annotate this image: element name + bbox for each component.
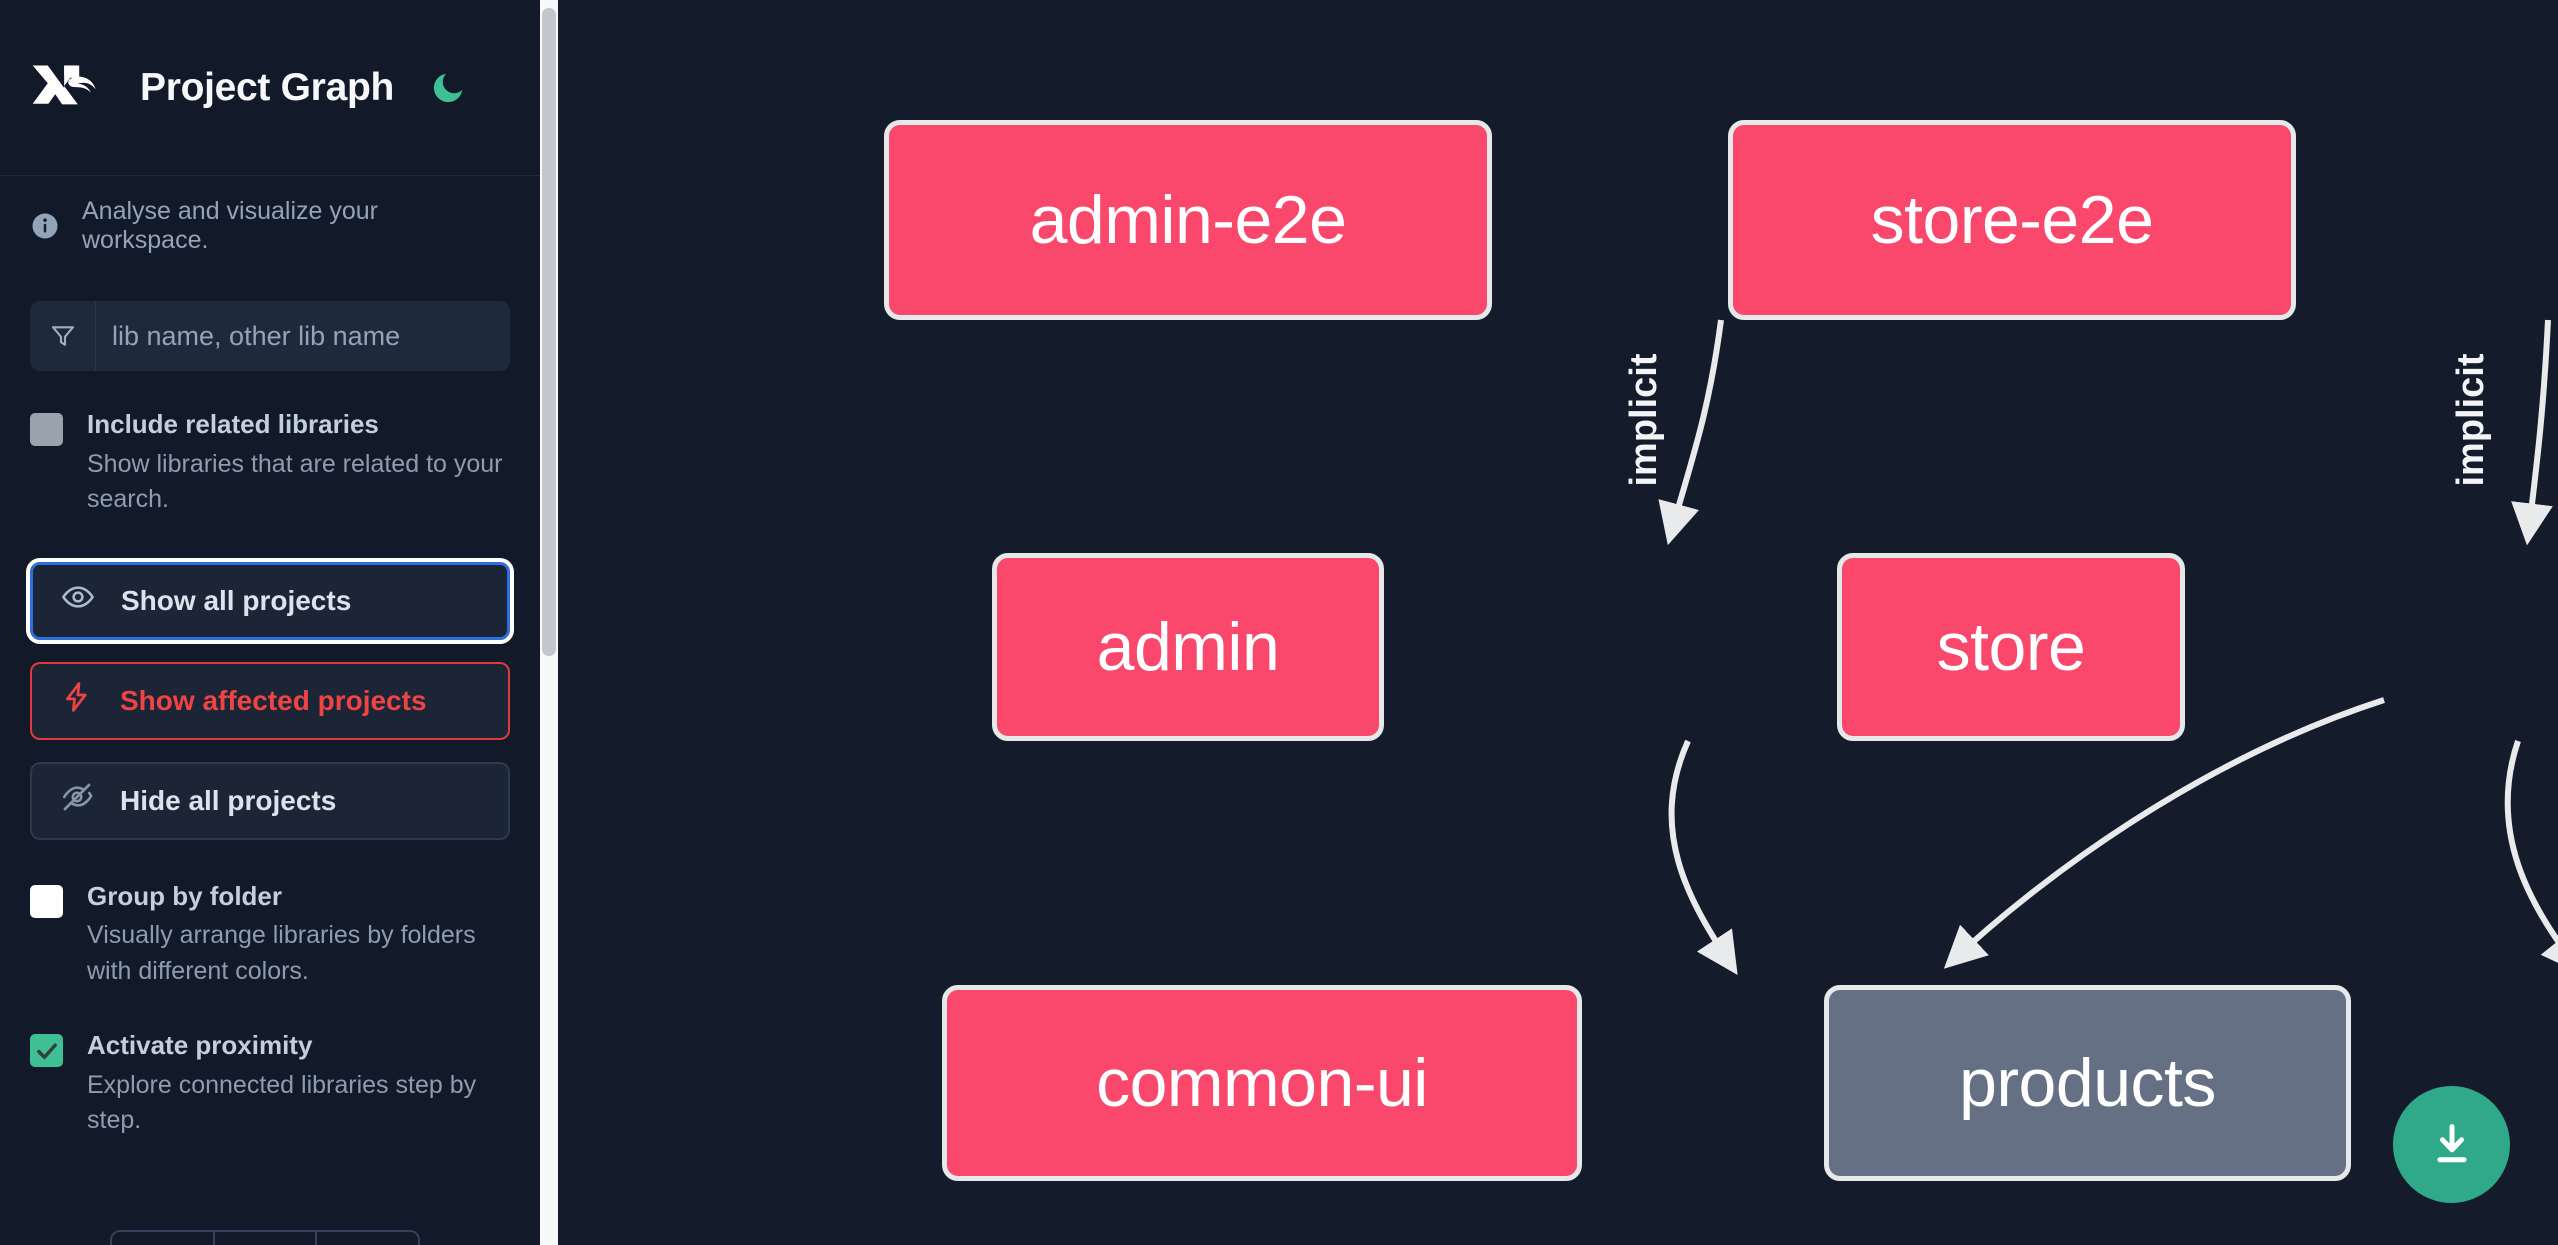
sidebar: Project Graph Analy — [0, 0, 558, 1245]
eye-icon — [61, 580, 95, 621]
graph-node-products[interactable]: products — [1824, 985, 2351, 1181]
graph-node-admin-e2e[interactable]: admin-e2e — [884, 120, 1492, 320]
graph-node-store-e2e[interactable]: store-e2e — [1728, 120, 2296, 320]
edge-store-to-products — [2504, 740, 2558, 975]
nx-logo-icon — [30, 57, 112, 119]
graph-node-store[interactable]: store — [1837, 553, 2185, 741]
info-banner: Analyse and visualize your workspace. — [30, 176, 510, 276]
search-input[interactable] — [96, 301, 510, 371]
proximity-step-increase[interactable] — [317, 1232, 418, 1245]
show-affected-projects-button[interactable]: Show affected projects — [30, 661, 510, 740]
activate-proximity-description: Explore connected libraries step by step… — [87, 1070, 477, 1135]
view-buttons-group: Show all projects Show affected projects — [26, 557, 514, 840]
group-by-folder-description: Visually arrange libraries by folders wi… — [87, 921, 476, 985]
sidebar-scrollbar-track[interactable] — [540, 0, 558, 1245]
hide-all-projects-label: Hide all projects — [120, 784, 337, 816]
option-include-related-libraries[interactable]: Include related libraries Show libraries… — [30, 408, 510, 518]
option-group-by-folder[interactable]: Group by folder Visually arrange librari… — [30, 880, 510, 990]
edge-store-to-common-ui — [1943, 697, 2385, 969]
edge-store-e2e-to-store — [2511, 319, 2553, 546]
proximity-stepper-group[interactable] — [110, 1230, 420, 1245]
edge-admin-e2e-to-admin — [1658, 319, 1724, 546]
eye-off-icon — [60, 780, 94, 821]
proximity-step-value[interactable] — [215, 1232, 318, 1245]
group-by-folder-checkbox[interactable] — [30, 884, 63, 918]
activate-proximity-checkbox[interactable] — [30, 1034, 63, 1067]
sidebar-body: Analyse and visualize your workspace. In… — [0, 176, 540, 1139]
include-related-libraries-label: Include related libraries — [87, 409, 379, 439]
include-related-libraries-description: Show libraries that are related to your … — [87, 449, 503, 514]
sidebar-scrollbar-thumb[interactable] — [542, 8, 556, 656]
graph-edges-layer: implicit implicit — [1621, 319, 2558, 976]
search-box[interactable] — [30, 301, 510, 371]
graph-canvas[interactable]: implicit implicit admin-e2e store-e2e ad… — [558, 0, 2558, 1245]
moon-icon[interactable] — [427, 67, 469, 109]
sidebar-header: Project Graph — [0, 0, 540, 176]
lightning-bolt-icon — [60, 680, 94, 721]
edge-label-implicit-admin: implicit — [1623, 353, 1665, 486]
edge-label-implicit-store: implicit — [2450, 353, 2492, 486]
graph-node-admin[interactable]: admin — [992, 553, 1384, 741]
show-all-projects-label: Show all projects — [121, 584, 352, 616]
graph-node-common-ui[interactable]: common-ui — [942, 985, 1582, 1181]
show-affected-projects-label: Show affected projects — [120, 684, 427, 716]
proximity-step-decrease[interactable] — [112, 1232, 215, 1245]
edge-admin-to-common-ui — [1668, 739, 1738, 976]
page-title: Project Graph — [140, 65, 394, 109]
option-activate-proximity[interactable]: Activate proximity Explore connected lib… — [30, 1029, 510, 1139]
sidebar-content: Project Graph Analy — [0, 0, 540, 1245]
activate-proximity-label: Activate proximity — [87, 1030, 313, 1060]
info-banner-text: Analyse and visualize your workspace. — [82, 197, 378, 254]
group-by-folder-label: Group by folder — [87, 880, 282, 911]
download-image-button[interactable] — [2393, 1086, 2510, 1203]
hide-all-projects-button[interactable]: Hide all projects — [30, 761, 510, 840]
info-circle-icon — [30, 211, 60, 241]
include-related-libraries-checkbox[interactable] — [30, 413, 63, 446]
filter-funnel-icon — [30, 301, 96, 371]
show-all-projects-button[interactable]: Show all projects — [26, 557, 514, 644]
